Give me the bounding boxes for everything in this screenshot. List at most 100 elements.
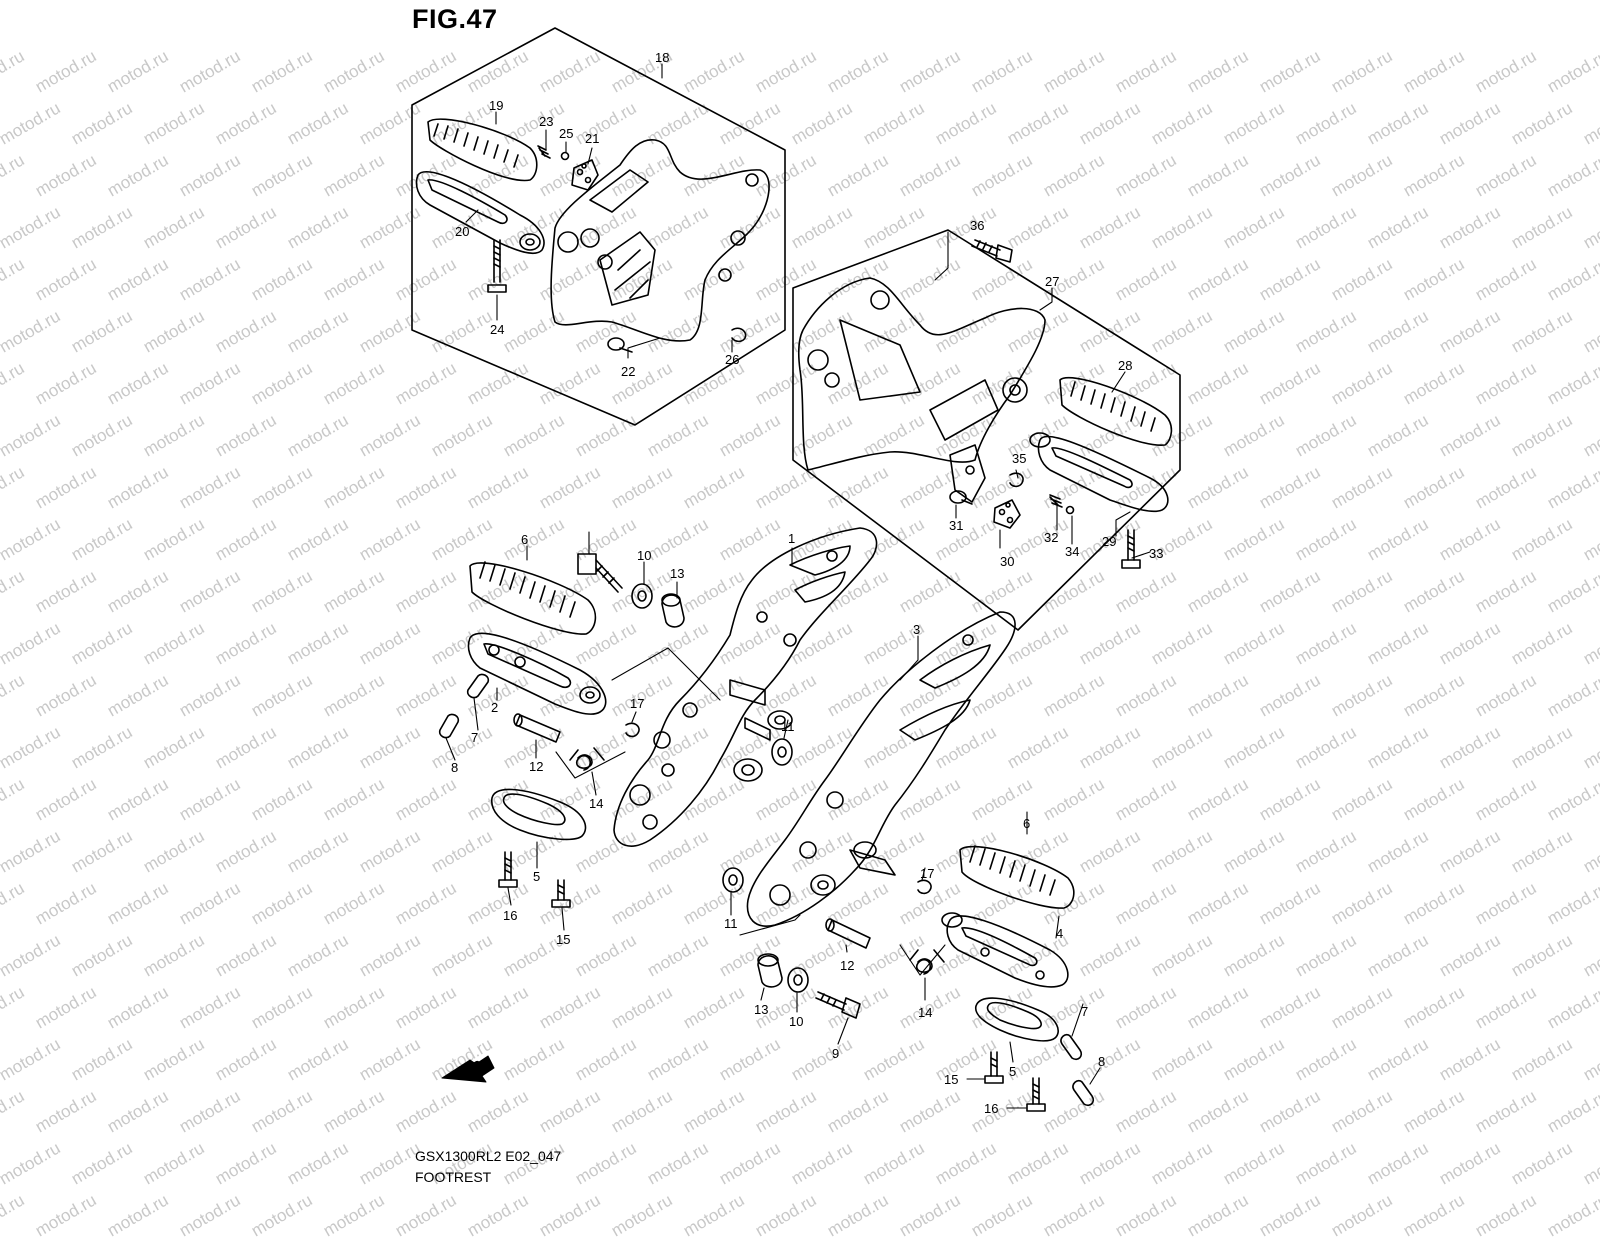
callout-numbers: 18 19 23 25 21 20 24 22 26 36 27 28 35 3… [451, 50, 1163, 1116]
part-26-clip [731, 327, 747, 343]
part-14-spring-right [909, 949, 945, 975]
assembly-box-27 [792, 229, 1181, 631]
part-5-plate-right [974, 997, 1059, 1042]
callout-27: 27 [1045, 274, 1059, 289]
part-7-stopper [466, 673, 490, 699]
part-13-collar-right [757, 953, 783, 988]
figure-code: GSX1300RL2 E02_047 [415, 1148, 562, 1164]
figure-caption: FOOTREST [415, 1169, 492, 1185]
fwd-arrow: FWD [441, 1055, 495, 1083]
figure-title: FIG.47 [412, 4, 498, 34]
callout-33: 33 [1149, 546, 1163, 561]
callout-13: 13 [670, 566, 684, 581]
callout-3: 3 [913, 622, 920, 637]
callout-10b: 10 [789, 1014, 803, 1029]
callout-24: 24 [490, 322, 504, 337]
part-31-pin [949, 490, 973, 505]
part-27-rear-bracket [797, 277, 1046, 503]
callout-14: 14 [589, 796, 603, 811]
callout-5b: 5 [1009, 1064, 1016, 1079]
part-32-spring [1049, 494, 1063, 508]
part-33-bolt [1121, 529, 1141, 569]
part-7-stopper-right [1060, 1033, 1083, 1061]
part-29-footrest [1029, 432, 1169, 513]
part-12-pin [513, 713, 561, 743]
callout-36: 36 [970, 218, 984, 233]
callout-11b: 11 [724, 916, 738, 931]
callout-11: 11 [781, 719, 795, 734]
part-14-spring [569, 747, 605, 771]
part-11-washer [771, 738, 793, 766]
callout-20: 20 [455, 224, 469, 239]
callout-21: 21 [585, 131, 599, 146]
callout-7: 7 [471, 730, 478, 745]
part-24-bolt [487, 239, 507, 293]
callout-4: 4 [1056, 926, 1063, 941]
part-1-front-bracket [613, 527, 878, 847]
exploded-parts-diagram: FWD 18 19 23 25 21 20 24 22 26 36 27 28 … [411, 27, 1181, 1116]
callout-12b: 12 [840, 958, 854, 973]
callout-6: 6 [521, 532, 528, 547]
callout-1: 1 [788, 531, 795, 546]
callout-9b: 9 [832, 1046, 839, 1061]
assembly-box-18 [411, 27, 786, 426]
callout-8b: 8 [1098, 1054, 1105, 1069]
callout-16b: 16 [984, 1101, 998, 1116]
callout-28: 28 [1118, 358, 1132, 373]
callout-18: 18 [655, 50, 669, 65]
part-34-ball [1065, 505, 1075, 515]
part-16-bolt [498, 851, 518, 888]
part-6-footrest-rubber-right [959, 845, 1075, 909]
callout-17: 17 [630, 696, 644, 711]
callout-17b: 17 [920, 866, 934, 881]
part-36-bolt [971, 239, 1013, 263]
callout-2: 2 [491, 700, 498, 715]
part-8-cap-right [1072, 1079, 1095, 1107]
part-9-bolt [577, 553, 623, 593]
leader-lines [445, 63, 1151, 1109]
callout-15: 15 [556, 932, 570, 947]
part-30-plate [993, 499, 1021, 529]
part-17-clip-right [917, 879, 932, 895]
part-17-clip [625, 722, 640, 738]
part-8-cap [438, 713, 460, 739]
callout-30: 30 [1000, 554, 1014, 569]
callout-22: 22 [621, 364, 635, 379]
callout-19: 19 [489, 98, 503, 113]
callout-5: 5 [533, 869, 540, 884]
part-28-footrest-rubber [1059, 376, 1173, 446]
part-5-plate [491, 788, 587, 841]
part-20-footrest [415, 171, 545, 255]
part-6-footrest-rubber [469, 561, 597, 635]
part-15-bolt [551, 879, 571, 908]
part-35-clip [1009, 472, 1024, 488]
callout-10: 10 [637, 548, 651, 563]
callout-16: 16 [503, 908, 517, 923]
callout-34: 34 [1065, 544, 1079, 559]
callout-7b: 7 [1081, 1004, 1088, 1019]
callout-31: 31 [949, 518, 963, 533]
callout-25: 25 [559, 126, 573, 141]
callout-6b: 6 [1023, 816, 1030, 831]
callout-23: 23 [539, 114, 553, 129]
part-18-rear-bracket [550, 139, 770, 342]
part-22-pin [607, 337, 633, 353]
part-11-washer-right [722, 867, 744, 893]
callout-29: 29 [1102, 534, 1116, 549]
part-15-bolt-right [984, 1051, 1004, 1084]
callout-15b: 15 [944, 1072, 958, 1087]
part-19-footrest-rubber [427, 118, 538, 182]
callout-32: 32 [1044, 530, 1058, 545]
part-13-collar [661, 593, 685, 628]
part-9-bolt-right [815, 991, 861, 1019]
callout-13b: 13 [754, 1002, 768, 1017]
part-10-washer [631, 583, 653, 609]
part-10-washer-right [787, 967, 809, 993]
callout-14b: 14 [918, 1005, 932, 1020]
part-12-pin-right [825, 918, 871, 949]
part-25-ball [560, 151, 570, 161]
part-4-footrest [941, 912, 1069, 988]
part-3-front-bracket [746, 611, 1016, 927]
part-2-footrest [467, 632, 607, 715]
part-16-bolt-right [1026, 1077, 1046, 1112]
